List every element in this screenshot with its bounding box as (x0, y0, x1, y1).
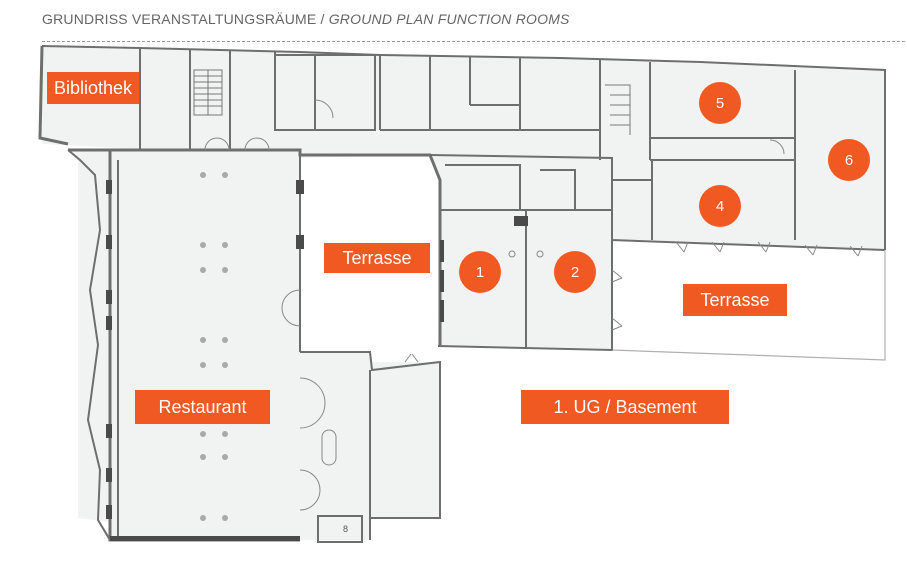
room-label-terrasse-inner: Terrasse (324, 243, 430, 273)
columns (200, 172, 228, 521)
room-label-terrasse-outer: Terrasse (683, 284, 787, 316)
floor-fill (42, 46, 885, 540)
room-badge-6: 6 (828, 139, 870, 181)
room-label-basement: 1. UG / Basement (521, 390, 729, 424)
stairs (193, 69, 631, 135)
walls (38, 45, 886, 543)
door-swings (204, 99, 863, 511)
fixtures (321, 250, 544, 466)
header-title-de: GRUNDRISS VERANSTALTUNGSRÄUME (42, 11, 317, 27)
room-label-bibliothek: Bibliothek (47, 72, 139, 104)
windows (106, 180, 528, 541)
room-badge-5: 5 (699, 82, 741, 124)
page-header: GRUNDRISS VERANSTALTUNGSRÄUME / GROUND P… (42, 11, 570, 27)
header-title-en: GROUND PLAN FUNCTION ROOMS (328, 11, 570, 27)
header-separator: / (316, 11, 329, 27)
room-badge-2: 2 (554, 251, 596, 293)
room-label-restaurant: Restaurant (135, 390, 270, 424)
lift-mark: 8 (343, 524, 348, 534)
header-divider (42, 41, 905, 42)
room-badge-1: 1 (459, 251, 501, 293)
room-badge-4: 4 (699, 185, 741, 227)
